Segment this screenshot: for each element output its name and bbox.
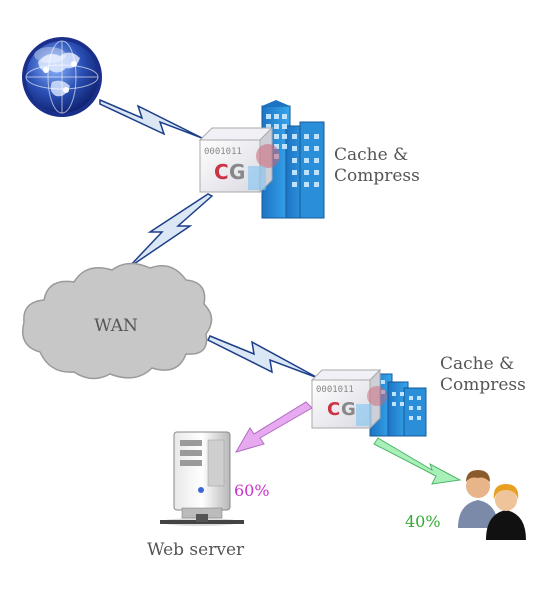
cache-top-label-line1: Cache &: [334, 145, 409, 165]
cache-compress-top: 0001011 C G: [198, 100, 325, 219]
cache-bottom-label-line2: Compress: [440, 375, 526, 395]
cache-compress-bottom: 0001011 C G: [310, 368, 427, 437]
wan-label: WAN: [94, 316, 138, 336]
cache-bottom-logo-g: G: [341, 399, 356, 420]
users-percent: 40%: [405, 512, 441, 531]
arrow-to-users: [373, 437, 462, 485]
web-server-percent: 60%: [234, 481, 270, 500]
globe-icon: [22, 37, 102, 117]
server-icon: [160, 431, 244, 526]
cache-bottom-label-line1: Cache &: [440, 354, 515, 374]
link-globe-to-cache-top: [99, 98, 203, 139]
cache-top-label-line2: Compress: [334, 166, 420, 186]
cache-top-label: Cache & Compress: [334, 145, 420, 187]
wan-cloud: [22, 262, 213, 380]
link-cache-top-to-wan: [127, 193, 214, 269]
arrow-to-web-server: [234, 401, 313, 453]
cache-top-logo-g: G: [229, 160, 245, 184]
link-wan-to-cache-bottom: [206, 335, 319, 379]
cache-box-icon: 0001011 C G: [310, 368, 387, 430]
cache-box-icon: 0001011 C G: [198, 126, 280, 194]
cache-top-bits: 0001011: [204, 147, 242, 157]
cache-bottom-label: Cache & Compress: [440, 354, 526, 396]
cache-bottom-logo-c: C: [327, 399, 340, 420]
cache-bottom-bits: 0001011: [316, 385, 354, 395]
web-server-label: Web server: [147, 540, 245, 560]
users-icon: [458, 470, 526, 540]
cache-top-logo-c: C: [214, 160, 229, 184]
